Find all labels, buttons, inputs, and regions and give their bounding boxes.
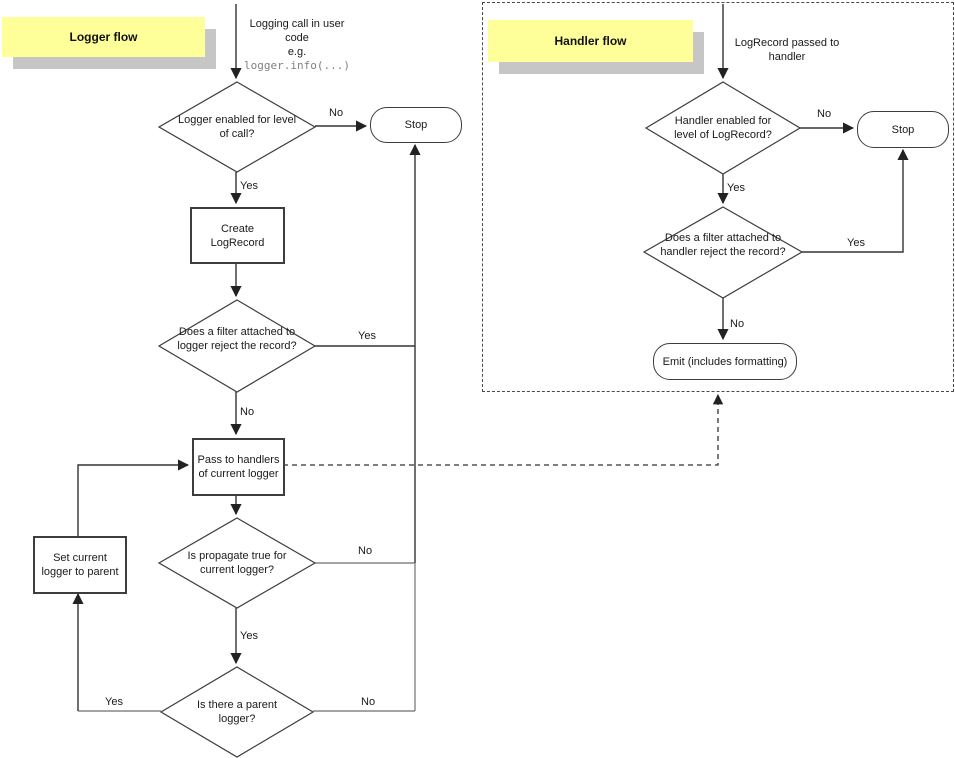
label-propagate-yes: Yes: [240, 630, 258, 642]
logger-entry-text: Logging call in user code: [249, 18, 345, 44]
decision-logger-filter-diamond: [157, 299, 317, 393]
label-handler-level-no: No: [817, 108, 832, 120]
handler-flow-container: [482, 2, 954, 392]
decision-logger-level-text: Logger enabled for level of call?: [177, 114, 297, 140]
label-filter-yes: Yes: [358, 330, 376, 342]
logger-entry-code: logger.info(...): [244, 59, 350, 72]
decision-parent-diamond: [159, 666, 315, 758]
logger-entry-eg: e.g.: [287, 46, 307, 58]
create-logrecord-box: Create LogRecord: [190, 207, 285, 264]
decision-logger-level-diamond: [157, 81, 317, 173]
loop-to-pass-arrow: [77, 459, 190, 536]
pass-to-handlers-label: Pass to handlers of current logger: [197, 454, 280, 480]
label-filter-no: No: [240, 406, 255, 418]
decision-handler-level-text: Handler enabled for level of LogRecord?: [674, 115, 772, 141]
handler-flow-title-label: Handler flow: [554, 34, 627, 48]
decision-propagate-diamond: [157, 517, 317, 609]
decision-propagate-text: Is propagate true for current logger?: [187, 550, 287, 576]
label-handler-level-yes: Yes: [727, 182, 745, 194]
decision-handler-filter-diamond: [642, 206, 804, 299]
emit-label: Emit (includes formatting): [662, 355, 788, 368]
handler-filter-yes-arrow: [802, 148, 909, 253]
handler-stop-label: Stop: [891, 123, 915, 136]
handler-stop-node: Stop: [857, 111, 949, 148]
handler-flow-title: Handler flow: [488, 20, 693, 62]
logger-entry-annotation: Logging call in user code e.g. logger.in…: [237, 17, 357, 73]
create-logrecord-label: Create LogRecord: [210, 222, 265, 249]
label-level-no: No: [329, 107, 344, 119]
logger-flow-title-label: Logger flow: [69, 30, 138, 44]
decision-parent-text: Is there a parent logger?: [196, 699, 278, 725]
decision-handler-level-diamond: [644, 81, 802, 175]
handler-entry-annotation: LogRecord passed to handler: [727, 36, 847, 64]
set-current-logger-box: Set current logger to parent: [33, 536, 127, 594]
label-level-yes: Yes: [240, 180, 258, 192]
logger-stop-node: Stop: [370, 107, 462, 143]
emit-node: Emit (includes formatting): [653, 343, 797, 380]
logger-stop-label: Stop: [404, 119, 428, 131]
pass-to-handler-dashed-arrow: [283, 393, 724, 466]
pass-to-handlers-box: Pass to handlers of current logger: [192, 438, 285, 496]
set-current-logger-label: Set current logger to parent: [41, 552, 119, 578]
label-parent-yes: Yes: [105, 696, 123, 708]
decision-logger-filter-text: Does a filter attached to logger reject …: [177, 326, 297, 352]
handler-entry-text: LogRecord passed to handler: [734, 37, 840, 63]
label-parent-no: No: [361, 696, 376, 708]
decision-handler-filter-text: Does a filter attached to handler reject…: [660, 232, 786, 258]
logger-flow-title: Logger flow: [2, 17, 205, 57]
label-handler-filter-yes: Yes: [847, 237, 865, 249]
label-handler-filter-no: No: [730, 318, 745, 330]
label-propagate-no: No: [358, 545, 373, 557]
